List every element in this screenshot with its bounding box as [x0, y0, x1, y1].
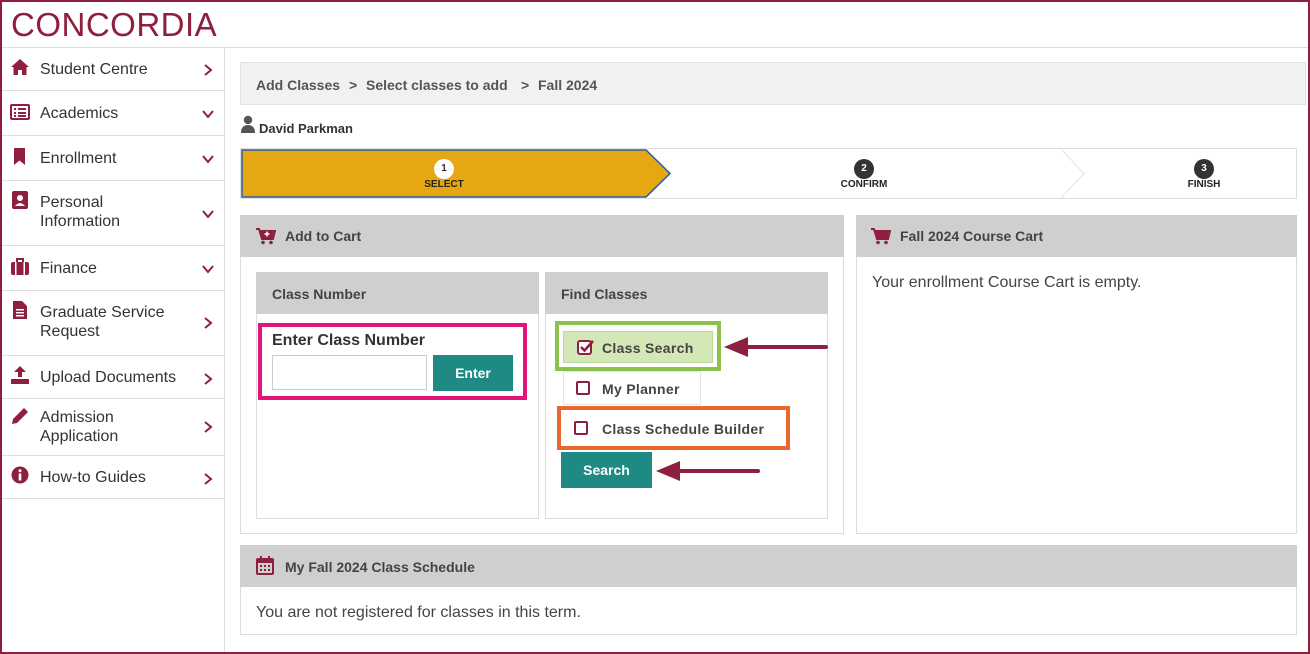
breadcrumb-item-select-classes[interactable]: Select classes to add	[366, 77, 508, 93]
class-number-field-label: Enter Class Number	[272, 332, 425, 349]
option-class-schedule-builder[interactable]: Class Schedule Builder	[557, 406, 790, 450]
course-cart-panel: Your enrollment Course Cart is empty.	[856, 257, 1297, 534]
user-icon	[241, 115, 255, 133]
class-number-panel	[256, 314, 539, 519]
option-label: Class Search	[602, 340, 694, 356]
step-label: CONFIRM	[840, 179, 888, 190]
calendar-icon	[256, 556, 274, 575]
sidebar-item-how-to-guides[interactable]: How-to Guides	[2, 456, 225, 499]
cart-icon	[871, 228, 891, 245]
sidebar-item-label: Upload Documents	[40, 369, 177, 386]
chevron-down-icon	[202, 110, 214, 119]
chevron-right-icon	[204, 473, 213, 485]
steps-background	[241, 149, 1085, 198]
schedule-empty-message: You are not registered for classes in th…	[256, 604, 581, 621]
sidebar-item-finance[interactable]: Finance	[2, 246, 225, 291]
add-to-cart-header: Add to Cart	[240, 215, 844, 257]
sidebar-item-enrollment[interactable]: Enrollment	[2, 136, 225, 181]
option-class-search[interactable]: Class Search	[563, 331, 713, 363]
briefcase-icon	[11, 258, 29, 275]
option-label: My Planner	[602, 381, 680, 397]
step-label: SELECT	[424, 179, 464, 190]
cart-empty-message: Your enrollment Course Cart is empty.	[872, 274, 1142, 291]
chevron-right-icon	[204, 421, 213, 433]
sidebar-item-label: Academics	[40, 105, 119, 122]
progress-steps: 1 SELECT 2 CONFIRM 3 FINISH	[240, 148, 1297, 199]
option-my-planner[interactable]: My Planner	[563, 371, 701, 405]
checkbox-icon	[576, 381, 590, 395]
bookmark-icon	[14, 148, 25, 165]
chevron-right-icon	[204, 373, 213, 385]
class-schedule-panel: You are not registered for classes in th…	[240, 587, 1297, 635]
sidebar-item-label: Personal Information	[40, 194, 121, 230]
contact-card-icon	[12, 191, 28, 209]
enter-button[interactable]: Enter	[433, 355, 513, 391]
breadcrumb-item-add-classes[interactable]: Add Classes	[256, 77, 341, 93]
concordia-logo[interactable]: CONCORDIA	[11, 6, 218, 43]
chevron-right-icon	[204, 64, 213, 76]
panel-title: My Fall 2024 Class Schedule	[285, 559, 475, 575]
sidebar-item-label: Enrollment	[40, 150, 117, 167]
cart-add-icon	[256, 228, 276, 245]
sidebar-item-admission-application[interactable]: Admission Application	[2, 399, 225, 456]
list-icon	[10, 104, 30, 120]
sidebar-item-label: Graduate Service Request	[40, 304, 165, 340]
sidebar-item-graduate-service-request[interactable]: Graduate Service Request	[2, 291, 225, 356]
checkbox-icon	[574, 421, 588, 435]
step-number: 2	[854, 159, 874, 179]
step-number: 1	[434, 159, 454, 179]
sidebar-item-academics[interactable]: Academics	[2, 91, 225, 136]
home-icon	[11, 59, 29, 75]
course-cart-header: Fall 2024 Course Cart	[856, 215, 1297, 257]
chevron-down-icon	[202, 155, 214, 164]
arrow-left-icon	[656, 461, 760, 481]
option-label: Class Schedule Builder	[602, 421, 765, 437]
subpanel-title: Class Number	[272, 286, 367, 302]
sidebar-item-label: How-to Guides	[40, 469, 146, 486]
class-number-input[interactable]	[272, 355, 427, 390]
class-number-highlight	[258, 323, 527, 400]
pencil-icon	[12, 408, 28, 424]
find-classes-header: Find Classes	[545, 272, 828, 314]
class-schedule-header: My Fall 2024 Class Schedule	[240, 545, 1297, 587]
sidebar-item-student-centre[interactable]: Student Centre	[2, 48, 225, 91]
breadcrumb-separator: >	[521, 77, 530, 93]
sidebar-item-label: Finance	[40, 260, 97, 277]
header: CONCORDIA	[2, 2, 1308, 48]
breadcrumb-item-term: Fall 2024	[538, 77, 598, 93]
chevron-right-icon	[204, 317, 213, 329]
panel-title: Fall 2024 Course Cart	[900, 228, 1044, 244]
step-number: 3	[1194, 159, 1214, 179]
sidebar-item-upload-documents[interactable]: Upload Documents	[2, 356, 225, 399]
upload-icon	[11, 366, 29, 384]
class-number-header: Class Number	[256, 272, 539, 314]
breadcrumb-separator: >	[349, 77, 358, 93]
sidebar-item-personal-information[interactable]: Personal Information	[2, 181, 225, 246]
subpanel-title: Find Classes	[561, 286, 648, 302]
document-icon	[13, 301, 27, 319]
step-label: FINISH	[1187, 179, 1221, 190]
info-icon	[11, 466, 29, 484]
user-name: David Parkman	[259, 121, 353, 136]
sidebar-nav: Student Centre Academics Enrollment Pers…	[2, 48, 225, 652]
class-search-highlight	[555, 321, 721, 371]
checkbox-checked-icon	[577, 340, 594, 355]
breadcrumb: Add Classes > Select classes to add > Fa…	[240, 62, 1306, 105]
panel-title: Add to Cart	[285, 228, 362, 244]
chevron-down-icon	[202, 210, 214, 219]
sidebar-item-label: Student Centre	[40, 61, 148, 78]
sidebar-item-label: Admission Application	[40, 409, 119, 445]
search-button[interactable]: Search	[561, 452, 652, 488]
chevron-down-icon	[202, 265, 214, 274]
arrow-left-icon	[724, 337, 828, 357]
